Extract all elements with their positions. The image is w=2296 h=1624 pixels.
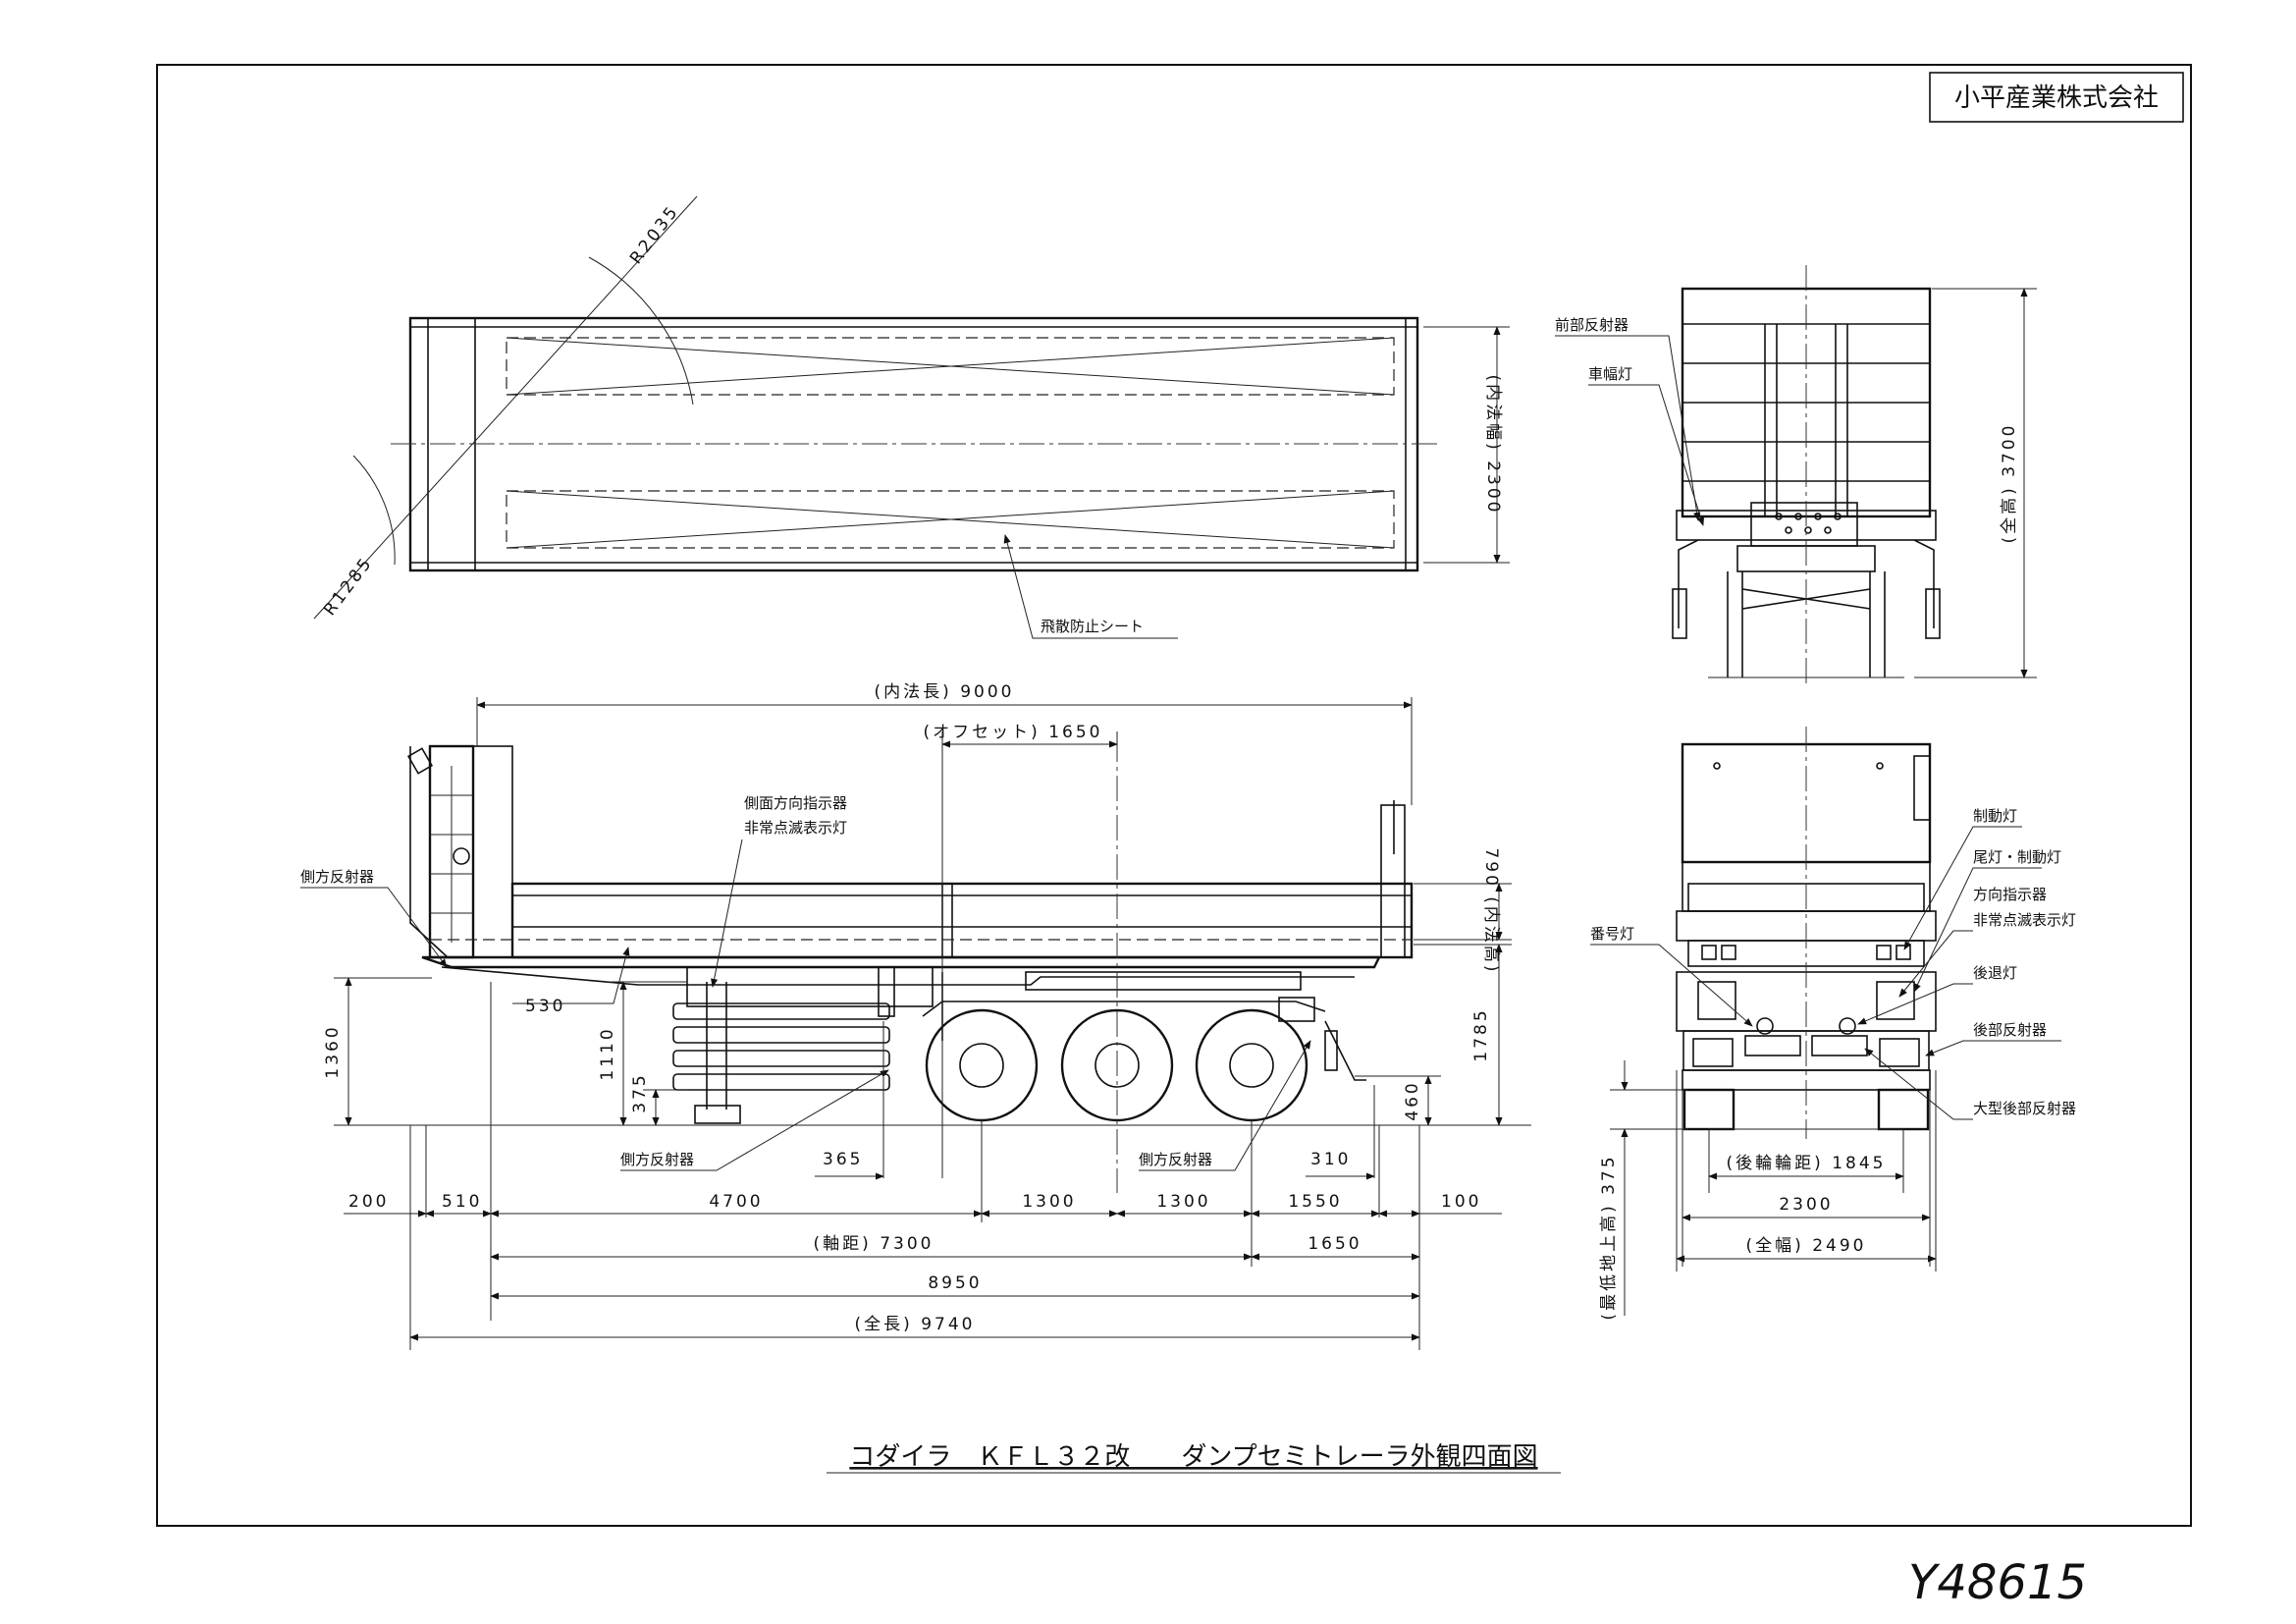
dim-inner-width: (内法幅) 2300	[1483, 375, 1503, 515]
label-width-lamp: 車幅灯	[1588, 365, 1632, 383]
front-view: 前部反射器 車幅灯 (全高) 3700	[1555, 265, 2037, 687]
label-brake-lamp: 制動灯	[1973, 807, 2017, 825]
dim-overall-length: (全長) 9740	[855, 1315, 976, 1334]
dim-1785: 1785	[1471, 1007, 1491, 1061]
dim-200: 200	[348, 1192, 389, 1212]
label-rear-reflector: 後部反射器	[1973, 1021, 2047, 1039]
border-frame	[156, 64, 2192, 1527]
dim-inner-length: (内法長) 9000	[875, 682, 1015, 702]
dim-wheelbase: (軸距) 7300	[814, 1234, 934, 1254]
label-reverse-lamp: 後退灯	[1973, 964, 2017, 982]
dim-ground-clearance: (最低地上高) 375	[1599, 1154, 1619, 1320]
dim-1300-b: 1300	[1156, 1192, 1210, 1212]
rear-view: 制動灯 尾灯・制動灯 方向指示器 非常点滅表示灯 番号灯 後退灯 後部反射器 大…	[1590, 727, 2076, 1321]
label-side-reflector-rear: 側方反射器	[1139, 1151, 1212, 1168]
dim-1300-a: 1300	[1022, 1192, 1076, 1212]
dim-overall-height: (全高) 3700	[2000, 423, 2019, 544]
company-name: 小平産業株式会社	[1954, 83, 2159, 113]
label-sheet: 飛散防止シート	[1041, 618, 1144, 635]
label-tail-brake-lamp: 尾灯・制動灯	[1973, 848, 2061, 866]
label-side-turn-signal: 側面方向指示器	[744, 794, 847, 812]
dim-overall-width: (全幅) 2490	[1746, 1236, 1867, 1256]
label-hazard-lamp-side: 非常点滅表示灯	[744, 819, 847, 837]
label-hazard-lamp-rear: 非常点滅表示灯	[1973, 911, 2076, 929]
dim-offset: (オフセット) 1650	[924, 723, 1103, 742]
dim-1360: 1360	[323, 1024, 343, 1078]
drawing-title: コダイラ ＫＦＬ３２改 ダンプセミトレーラ外観四面図	[849, 1442, 1537, 1472]
label-side-reflector-mid: 側方反射器	[620, 1151, 694, 1168]
label-front-reflector: 前部反射器	[1555, 316, 1629, 334]
dim-4700: 4700	[709, 1192, 763, 1212]
dim-530: 530	[525, 997, 565, 1016]
dim-8950: 8950	[928, 1273, 982, 1293]
handwritten-number: Y48615	[1908, 1555, 2087, 1610]
top-view: R2035 R1285 (内法幅) 2300 飛散防止シート	[313, 195, 1510, 639]
dim-365: 365	[823, 1150, 863, 1169]
label-large-rear-reflector: 大型後部反射器	[1973, 1100, 2076, 1117]
dim-rear-track: (後輪輪距) 1845	[1727, 1154, 1887, 1173]
dim-460: 460	[1403, 1080, 1422, 1120]
dim-1110: 1110	[598, 1026, 617, 1080]
dim-510: 510	[442, 1192, 482, 1212]
label-plate-lamp: 番号灯	[1590, 925, 1634, 943]
dim-100: 100	[1441, 1192, 1481, 1212]
radius-r1285: R1285	[320, 553, 377, 620]
title-block-company: 小平産業株式会社	[1929, 72, 2184, 123]
label-side-reflector-front: 側方反射器	[300, 868, 374, 886]
radius-r2035: R2035	[626, 201, 683, 268]
dim-375-side: 375	[630, 1072, 650, 1112]
dim-inner-height: 790 (内法高)	[1481, 847, 1501, 974]
label-turn-signal: 方向指示器	[1973, 886, 2047, 903]
side-view: 側面方向指示器 非常点滅表示灯 側方反射器 側方反射器 側方反射器 (内法長) …	[300, 682, 1531, 1350]
dim-310: 310	[1310, 1150, 1351, 1169]
dim-1650: 1650	[1308, 1234, 1362, 1254]
dim-rear-width-2300: 2300	[1779, 1195, 1833, 1215]
dim-1550: 1550	[1288, 1192, 1342, 1212]
